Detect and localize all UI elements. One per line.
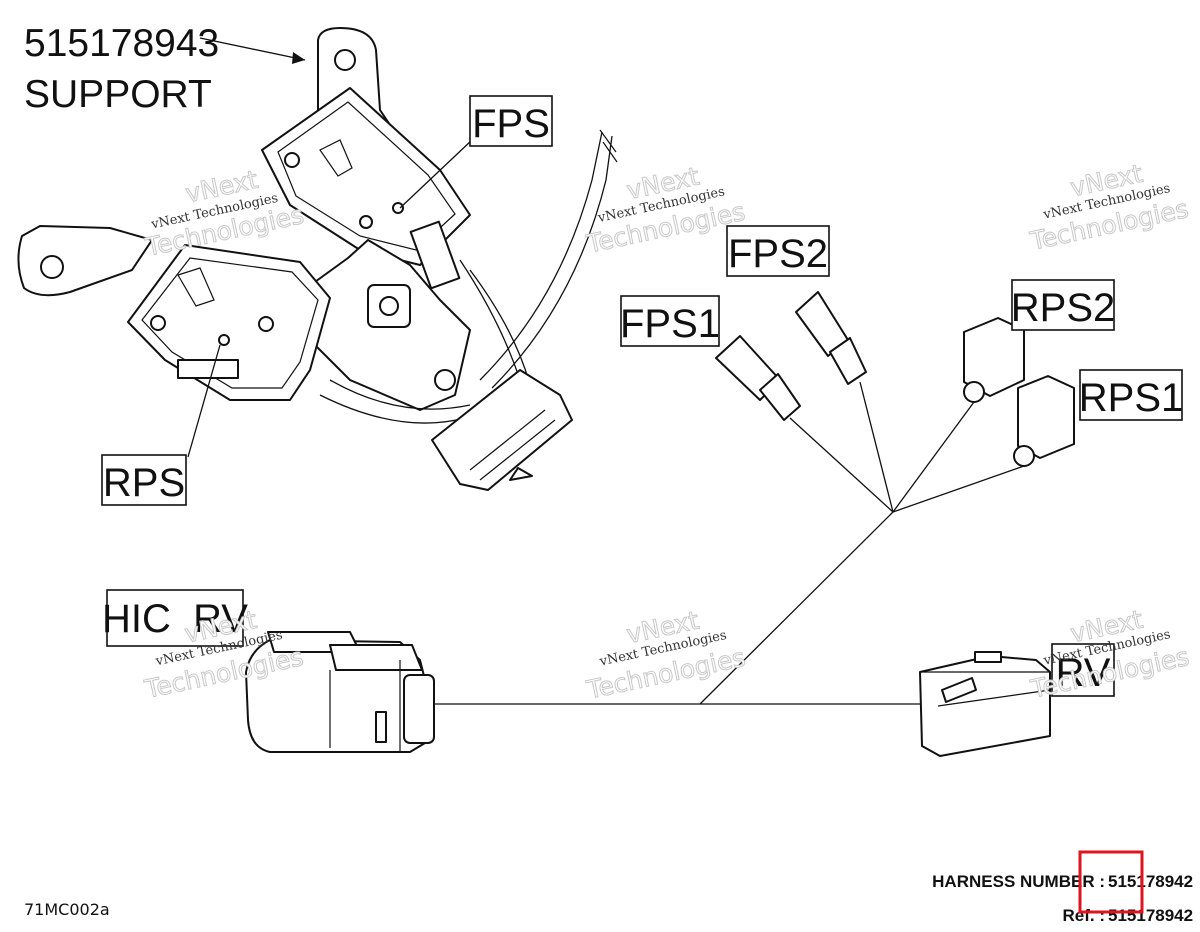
rps-terminal-block xyxy=(177,359,239,379)
fps-label: FPS xyxy=(472,102,550,146)
rps2-housing xyxy=(963,317,1025,397)
ref-label: Ref. : xyxy=(1063,906,1106,925)
label-fps1: FPS1 xyxy=(620,295,720,347)
rps-label-box xyxy=(101,454,187,506)
rv-latch xyxy=(941,677,977,703)
inline-connector-latch xyxy=(509,467,533,481)
hic-rv-label-box xyxy=(106,589,244,647)
wire-fps1 xyxy=(789,417,894,513)
hic-rv-seam xyxy=(329,660,401,752)
harness-number-value: 515178942 xyxy=(1108,872,1193,891)
fps1-label-box xyxy=(620,295,720,347)
rps2-label-box xyxy=(1011,279,1115,331)
fps-lever xyxy=(319,139,353,177)
support-callout: 515178943 SUPPORT xyxy=(24,22,306,116)
fps-rivet-2 xyxy=(359,215,373,229)
highlight-box xyxy=(1078,850,1144,914)
rps2-label: RPS2 xyxy=(1011,286,1116,330)
rps-lever xyxy=(177,267,215,307)
figure-code: 71MC002a xyxy=(24,900,110,919)
ref-value: 515178942 xyxy=(1108,906,1193,925)
branch-wire-b xyxy=(491,135,613,389)
bracket-hole-top xyxy=(334,49,356,71)
wire-trunk xyxy=(699,511,894,705)
support-leader-line xyxy=(199,37,306,61)
rv-label: RV xyxy=(1056,651,1111,695)
hic-rv-label: HIC RV xyxy=(102,597,248,641)
terminal-rps2 xyxy=(963,317,1025,403)
support-name: SUPPORT xyxy=(24,73,212,116)
bundle-wire-4 xyxy=(469,269,531,386)
watermark-3: vNext Technologies vNext Technologies xyxy=(1026,158,1191,256)
bundle-wire-3 xyxy=(459,259,521,381)
fps2-terminal-crimp xyxy=(829,337,867,385)
label-rps1: RPS1 xyxy=(1079,369,1184,421)
wire-rps2 xyxy=(892,401,975,513)
label-fps: FPS xyxy=(399,95,553,209)
harness-number-label: HARNESS NUMBER : xyxy=(932,872,1105,891)
label-rps: RPS xyxy=(101,344,221,506)
rv-connector xyxy=(919,651,1051,757)
rv-label-box xyxy=(1051,643,1115,697)
plate-hole xyxy=(434,369,456,391)
rps-rivet-1 xyxy=(150,315,166,331)
switch-assembly xyxy=(17,27,618,491)
wire-rps1 xyxy=(892,465,1025,513)
hic-rv-wire-end xyxy=(403,674,435,744)
label-fps2: FPS2 xyxy=(726,225,830,277)
label-rps2: RPS2 xyxy=(1011,279,1116,331)
terminal-fps1 xyxy=(715,335,801,421)
terminal-rps1 xyxy=(1013,375,1075,467)
bracket-hole-left xyxy=(40,255,64,279)
watermark-5: vNext Technologies vNext Technologies xyxy=(583,605,748,705)
fps-leader xyxy=(399,139,473,209)
label-hic-rv: HIC RV xyxy=(102,589,248,647)
rps-pin xyxy=(218,334,230,346)
rv-edges xyxy=(920,671,1051,707)
label-rv: RV xyxy=(1051,643,1115,697)
harness-branches xyxy=(430,381,1025,705)
bundle-wire-1 xyxy=(329,379,471,410)
rps2-wire-entry xyxy=(963,381,985,403)
rps1-label-box xyxy=(1079,369,1183,421)
watermark-2: vNext Technologies vNext Technologies xyxy=(583,161,748,259)
fps2-label: FPS2 xyxy=(728,232,828,276)
rps-label: RPS xyxy=(103,461,185,505)
branch-wire-a xyxy=(479,131,603,381)
inline-connector-ribs xyxy=(469,409,556,481)
mounting-boss-hole xyxy=(379,296,399,316)
fps-pin xyxy=(392,202,404,214)
fps-label-box xyxy=(469,95,553,147)
inline-connector-block xyxy=(431,369,573,491)
hic-rv-lock xyxy=(329,644,423,671)
support-leader-arrow xyxy=(292,52,305,64)
rps-leader xyxy=(187,344,221,458)
hic-rv-connector xyxy=(245,631,435,753)
watermark-4: vNext Technologies vNext Technologies xyxy=(141,604,306,704)
harness-number-block: HARNESS NUMBER : 515178942 Ref. : 515178… xyxy=(932,872,1193,925)
wire-fps2 xyxy=(859,381,894,513)
rps-rivet-2 xyxy=(258,316,274,332)
rps1-wire-entry xyxy=(1013,445,1035,467)
fps-terminals xyxy=(409,220,461,290)
fps1-terminal-crimp xyxy=(759,373,801,421)
rps1-label: RPS1 xyxy=(1079,376,1184,420)
rv-top-tab xyxy=(974,651,1002,663)
support-bracket-left xyxy=(17,225,153,297)
fps2-label-box xyxy=(726,225,830,277)
bundle-wire-2 xyxy=(319,394,466,424)
rps1-housing xyxy=(1017,375,1075,459)
hic-rv-key xyxy=(375,711,387,743)
support-part-number: 515178943 xyxy=(24,22,219,65)
terminal-fps2 xyxy=(795,291,867,385)
watermark-6: vNext Technologies vNext Technologies xyxy=(1027,604,1192,704)
fps1-label: FPS1 xyxy=(620,302,720,346)
branch-cut-mark xyxy=(599,129,618,163)
fps-rivet-1 xyxy=(284,152,300,168)
